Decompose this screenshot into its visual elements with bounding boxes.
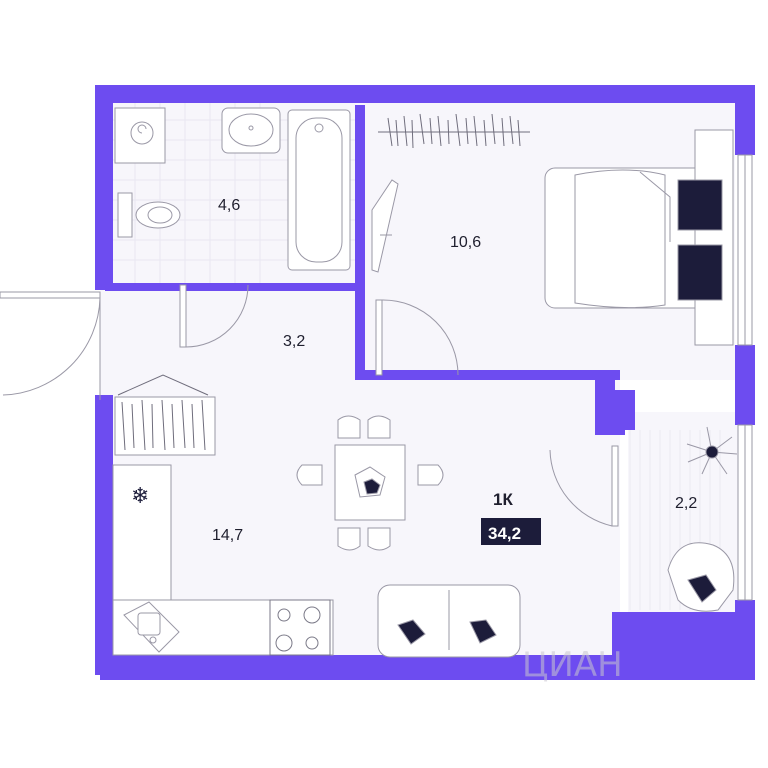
entrance-door [0, 291, 101, 400]
bedroom-area: 10,6 [450, 234, 481, 251]
double-bed [544, 129, 734, 346]
shower-drain [114, 107, 166, 164]
sink [221, 107, 281, 154]
balcony-area: 2,2 [675, 495, 697, 512]
hall-wardrobe [114, 374, 216, 456]
plant-icon [686, 426, 738, 475]
armchair [667, 542, 735, 612]
hall-area: 3,2 [283, 333, 305, 350]
fridge: ❄ [131, 484, 149, 509]
apartment-badge: 1К 34,2 [481, 490, 541, 545]
bathroom-area: 4,6 [218, 197, 240, 214]
snowflake-icon: ❄ [131, 484, 149, 509]
stove [269, 599, 331, 656]
apartment-total-area: 34,2 [488, 524, 521, 543]
kitchen-area: 14,7 [212, 527, 243, 544]
bedroom-door [375, 299, 459, 376]
tv-stand [371, 179, 399, 273]
dining-table [296, 415, 444, 551]
balcony-door [549, 445, 619, 527]
bathroom-door [179, 284, 249, 348]
wardrobe [378, 113, 530, 149]
kitchen-sink [123, 601, 180, 653]
toilet [117, 192, 181, 238]
apartment-type: 1К [493, 490, 513, 509]
outer-walls [95, 85, 755, 680]
bathtub [287, 109, 351, 271]
balcony-stripes [629, 430, 721, 610]
watermark: ЦИАН [522, 645, 623, 685]
window-right [737, 154, 753, 346]
sofa [377, 584, 521, 658]
window-balcony [737, 424, 753, 601]
